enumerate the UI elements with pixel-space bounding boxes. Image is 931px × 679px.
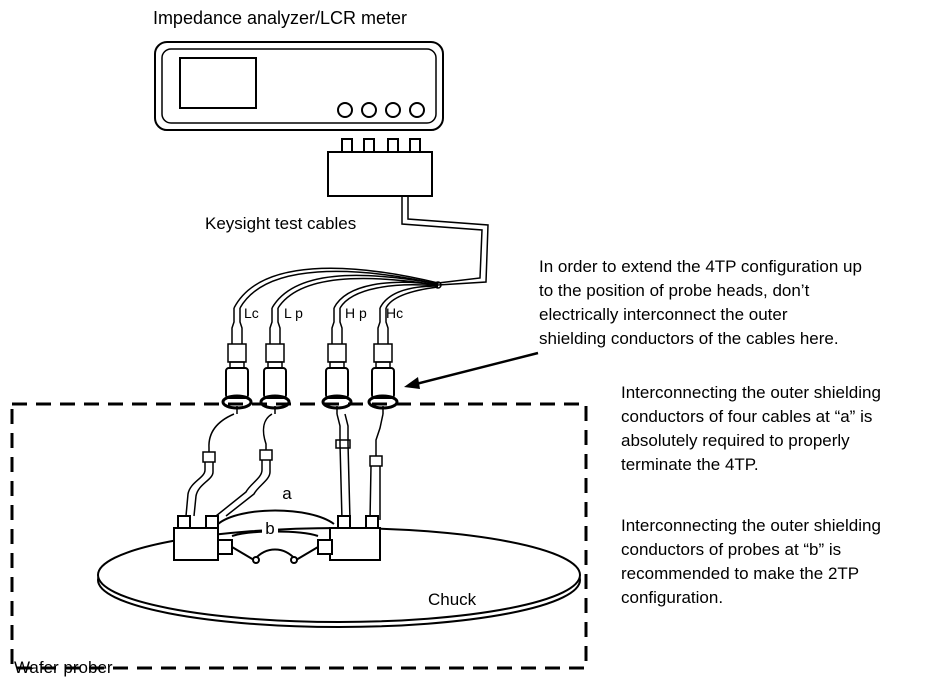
instrument-label: Impedance analyzer/LCR meter: [153, 8, 407, 28]
cable-label-hc: Hc: [386, 305, 403, 321]
note-4tp-line-3: electrically interconnect the outer: [539, 305, 788, 324]
cable-bundle: [401, 196, 489, 286]
terminal-knob-4: [409, 102, 425, 118]
note-a-line-2: conductors of four cables at “a” is: [621, 407, 873, 426]
note-4tp-line-4: shielding conductors of the cables here.: [539, 329, 839, 348]
cables-label: Keysight test cables: [205, 214, 356, 233]
point-b-label: b: [265, 519, 274, 538]
interconnect-a-wire: [217, 509, 335, 525]
analyzer-display: [179, 57, 257, 109]
terminal-adapter: [327, 138, 433, 197]
probe-head-right: [295, 515, 381, 561]
cable-label-lc: Lc: [244, 305, 259, 321]
note-b-line-2: conductors of probes at “b” is: [621, 540, 842, 559]
point-a-label: a: [282, 484, 292, 503]
note-interconnect-b: Interconnecting the outer shielding cond…: [621, 514, 881, 610]
note-a-line-4: terminate the 4TP.: [621, 455, 759, 474]
cable-label-hp: H p: [345, 305, 367, 321]
note-interconnect-a: Interconnecting the outer shielding cond…: [621, 381, 881, 477]
note-4tp-extension: In order to extend the 4TP configuration…: [539, 255, 862, 351]
cable-label-lp: L p: [284, 305, 303, 321]
prober-label: Wafer prober: [14, 658, 113, 677]
probe-head-left: [173, 515, 255, 561]
connector-lp: [259, 308, 291, 414]
note-b-line-3: recommended to make the 2TP: [621, 564, 860, 583]
pointer-arrow: [404, 351, 539, 389]
connector-hc: [367, 308, 399, 414]
note-a-line-3: absolutely required to properly: [621, 431, 850, 450]
connector-lc: [221, 308, 253, 414]
probe-cables: [185, 413, 384, 521]
note-b-line-1: Interconnecting the outer shielding: [621, 516, 881, 535]
note-4tp-line-1: In order to extend the 4TP configuration…: [539, 257, 862, 276]
note-4tp-line-2: to the position of probe heads, don’t: [539, 281, 810, 300]
terminal-knob-1: [337, 102, 353, 118]
label-b-backdrop: [262, 520, 278, 538]
chuck-label: Chuck: [428, 590, 477, 609]
note-b-line-4: configuration.: [621, 588, 724, 607]
wafer-prober-boundary: [10, 402, 588, 670]
terminal-knob-2: [361, 102, 377, 118]
note-a-line-1: Interconnecting the outer shielding: [621, 383, 881, 402]
connector-hp: [321, 308, 353, 414]
test-cables: [233, 267, 442, 309]
impedance-analyzer: [154, 41, 444, 131]
terminal-knob-3: [385, 102, 401, 118]
